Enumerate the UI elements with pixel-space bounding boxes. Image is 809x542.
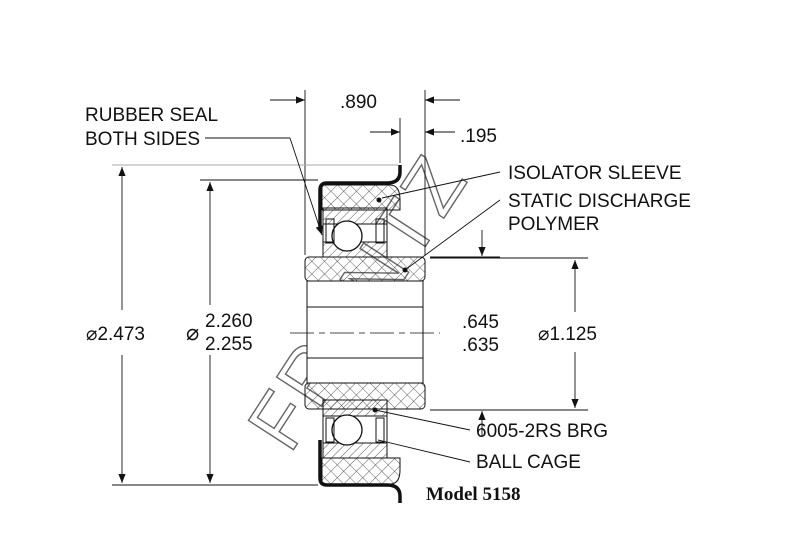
dim-width-overall: .890 [340,92,377,113]
diameter-symbol: ⌀ [186,320,199,345]
rubber-seal-label: RUBBER SEAL [85,105,218,126]
dim-sleeve-diameter: ⌀1.125 [538,324,597,345]
isolator-sleeve-label: ISOLATOR SLEEVE [508,163,682,184]
dim-bore-min: .635 [462,335,499,356]
ball-cage-label: BALL CAGE [476,452,581,473]
leader-dots [372,197,408,413]
dim-lip-width: .195 [460,126,497,147]
dim-housing-max: 2.260 [205,311,253,332]
dimension-lines [112,90,588,486]
static-discharge-label: STATIC DISCHARGE [508,191,691,212]
dim-housing-min: 2.255 [205,334,253,355]
rubber-seal-label-line2: BOTH SIDES [85,129,200,150]
dim-bore-max: .645 [462,312,499,333]
model-label: Model 5158 [426,484,520,505]
bearing-label: 6005-2RS BRG [476,421,608,442]
static-discharge-label-line2: POLYMER [508,214,600,235]
dim-outer-diameter: ⌀2.473 [86,324,145,345]
part-geometry [290,165,440,503]
